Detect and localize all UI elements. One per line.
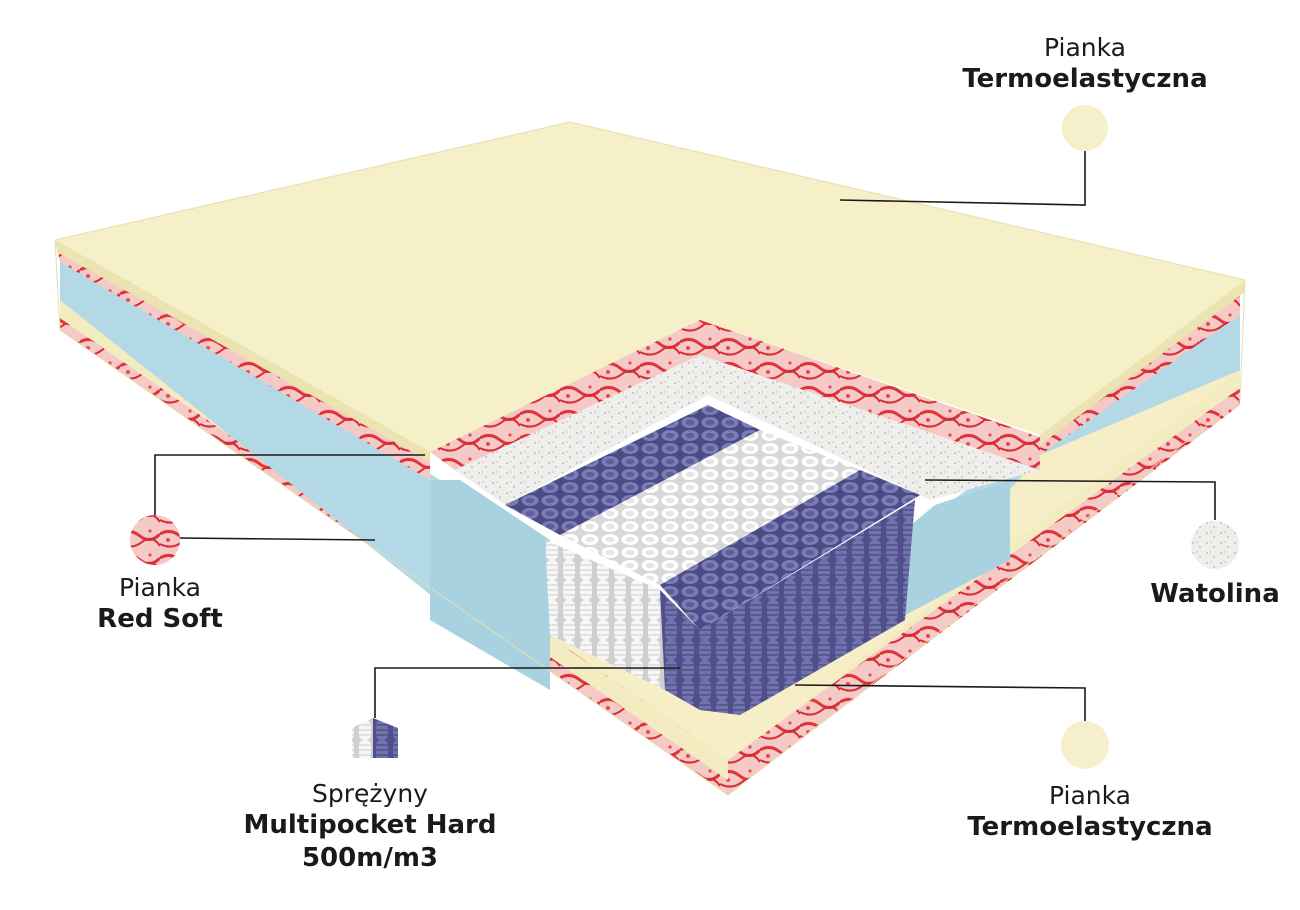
leader-watolina xyxy=(924,479,1216,520)
spring-side-white xyxy=(545,540,665,690)
label-watolina: Watolina xyxy=(1130,578,1300,611)
right-side-red-bottom xyxy=(728,388,1240,795)
swatch-bottom-thermo-foam xyxy=(1061,721,1109,769)
left-side-blue-foam xyxy=(60,245,550,690)
spring-side-blue xyxy=(660,590,700,710)
mattress-outline xyxy=(54,121,1246,796)
leader-red-soft-top xyxy=(154,454,425,520)
label-top-thermo-foam-line1: Pianka xyxy=(1044,33,1126,62)
spring-top-white xyxy=(560,430,860,585)
leader-top-foam xyxy=(839,150,1086,206)
top-thermo-foam-edge xyxy=(55,240,430,462)
leader-lines xyxy=(154,150,1216,722)
swatches xyxy=(130,105,1239,769)
wadding-layer xyxy=(455,355,1040,505)
top-thermo-foam-edge-right xyxy=(1040,280,1245,445)
label-red-soft-line2: Red Soft xyxy=(97,604,223,635)
mattress xyxy=(54,121,1246,796)
spring-top-blue-left xyxy=(505,405,760,535)
label-top-thermo-foam-line2: Termoelastyczna xyxy=(962,64,1208,95)
label-watolina-line2: Watolina xyxy=(1150,579,1280,609)
label-bottom-thermo-foam: Pianka Termoelastyczna xyxy=(945,780,1235,844)
red-soft-cut-rim xyxy=(430,320,1040,470)
label-springs: Sprężyny Multipocket Hard 500m/m3 xyxy=(215,778,525,874)
blue-foam-inner-left xyxy=(430,480,550,690)
swatch-springs xyxy=(352,718,398,758)
label-springs-line3: 500m/m3 xyxy=(301,842,439,873)
label-red-soft: Pianka Red Soft xyxy=(55,572,265,636)
spring-top-blue-right xyxy=(660,470,920,630)
leader-springs xyxy=(374,667,680,718)
label-springs-line2: Multipocket Hard xyxy=(243,810,497,841)
label-springs-line1: Sprężyny xyxy=(312,779,428,808)
label-top-thermo-foam: Pianka Termoelastyczna xyxy=(940,32,1230,96)
leader-red-soft-side xyxy=(179,537,376,541)
leader-bottom-foam xyxy=(794,684,1086,722)
label-red-soft-line1: Pianka xyxy=(119,573,201,602)
swatch-red-soft xyxy=(130,515,180,565)
right-side-red-upper xyxy=(1040,295,1240,455)
swatch-top-thermo-foam xyxy=(1062,105,1108,151)
swatch-watolina xyxy=(1191,521,1239,569)
label-bottom-thermo-foam-line1: Pianka xyxy=(1049,781,1131,810)
spring-side-blue-right xyxy=(700,500,915,715)
label-bottom-thermo-foam-line2: Termoelastyczna xyxy=(967,812,1213,843)
blue-foam-inner-right xyxy=(905,480,1010,615)
top-thermo-foam-surface xyxy=(55,122,1245,452)
